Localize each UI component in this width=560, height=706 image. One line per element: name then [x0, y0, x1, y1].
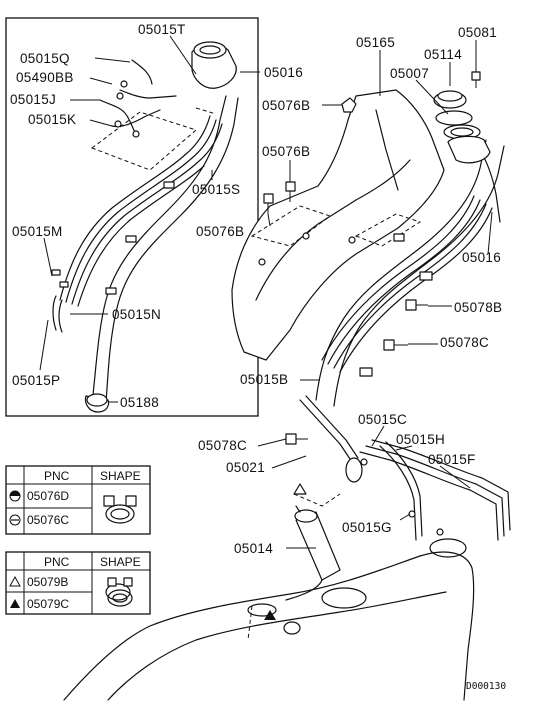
legend-table-1: PNC SHAPE 05076D 05076C	[5, 465, 151, 535]
label-05165: 05165	[356, 35, 395, 50]
spring-clamp-shape-icon	[105, 577, 133, 607]
label-05015N: 05015N	[112, 307, 161, 322]
legend1-header-shape: SHAPE	[100, 469, 141, 483]
half-filled-circle-icon	[9, 490, 21, 502]
legend-table-2: PNC SHAPE 05079B 05079C	[5, 551, 151, 615]
legend1-row2-pnc: 05076C	[27, 513, 69, 527]
legend1-header-pnc: PNC	[44, 469, 70, 483]
label-05015K: 05015K	[28, 112, 76, 127]
diagram-code: D000130	[466, 681, 506, 692]
label-05015M: 05015M	[12, 224, 63, 239]
legend2-header-pnc: PNC	[44, 555, 70, 569]
label-05015H: 05015H	[396, 432, 445, 447]
label-05015S: 05015S	[192, 182, 240, 197]
hose-clamp-shape-icon	[103, 495, 137, 524]
filler-neck-bracket-05165	[231, 89, 445, 361]
label-05078C-b: 05078C	[198, 438, 247, 453]
label-05490BB: 05490BB	[16, 70, 74, 85]
label-05016-right: 05016	[462, 250, 501, 265]
legend2-row1-pnc: 05079B	[27, 575, 68, 589]
circle-minus-icon	[9, 514, 21, 526]
label-05076B-a: 05076B	[262, 98, 310, 113]
label-05015J: 05015J	[10, 92, 56, 107]
label-05188: 05188	[120, 395, 159, 410]
main-leaders	[257, 40, 493, 549]
label-05015F: 05015F	[428, 452, 476, 467]
label-05078B: 05078B	[454, 300, 502, 315]
inset-filler-pipe	[51, 41, 239, 413]
label-05081: 05081	[458, 25, 497, 40]
label-05014: 05014	[234, 541, 273, 556]
label-05015P: 05015P	[12, 373, 60, 388]
inset-frame	[5, 17, 259, 417]
filled-triangle-icon	[10, 599, 20, 608]
filler-pipe-05016	[315, 139, 505, 407]
legend1-row1-pnc: 05076D	[27, 489, 69, 503]
open-triangle-icon	[9, 575, 21, 587]
legend2-row2-pnc: 05079C	[27, 597, 69, 611]
label-05015T: 05015T	[138, 22, 186, 37]
label-05015C: 05015C	[358, 412, 407, 427]
label-05007: 05007	[390, 66, 429, 81]
inset-leaders	[39, 35, 260, 403]
label-05114: 05114	[424, 47, 462, 62]
label-05015G: 05015G	[342, 520, 392, 535]
label-05076B-c: 05076B	[196, 224, 244, 239]
label-05021: 05021	[226, 460, 265, 475]
legend2-header-shape: SHAPE	[100, 555, 141, 569]
label-05015Q: 05015Q	[20, 51, 70, 66]
label-05016-top: 05016	[264, 65, 303, 80]
fuel-tank	[63, 493, 475, 701]
label-05078C-a: 05078C	[440, 335, 489, 350]
lower-tubes	[299, 395, 511, 541]
hose-05014	[285, 505, 341, 601]
label-05076B-b: 05076B	[262, 144, 310, 159]
filler-cap-parts	[433, 71, 491, 164]
label-05015B: 05015B	[240, 372, 288, 387]
triangle-markers	[264, 483, 307, 620]
